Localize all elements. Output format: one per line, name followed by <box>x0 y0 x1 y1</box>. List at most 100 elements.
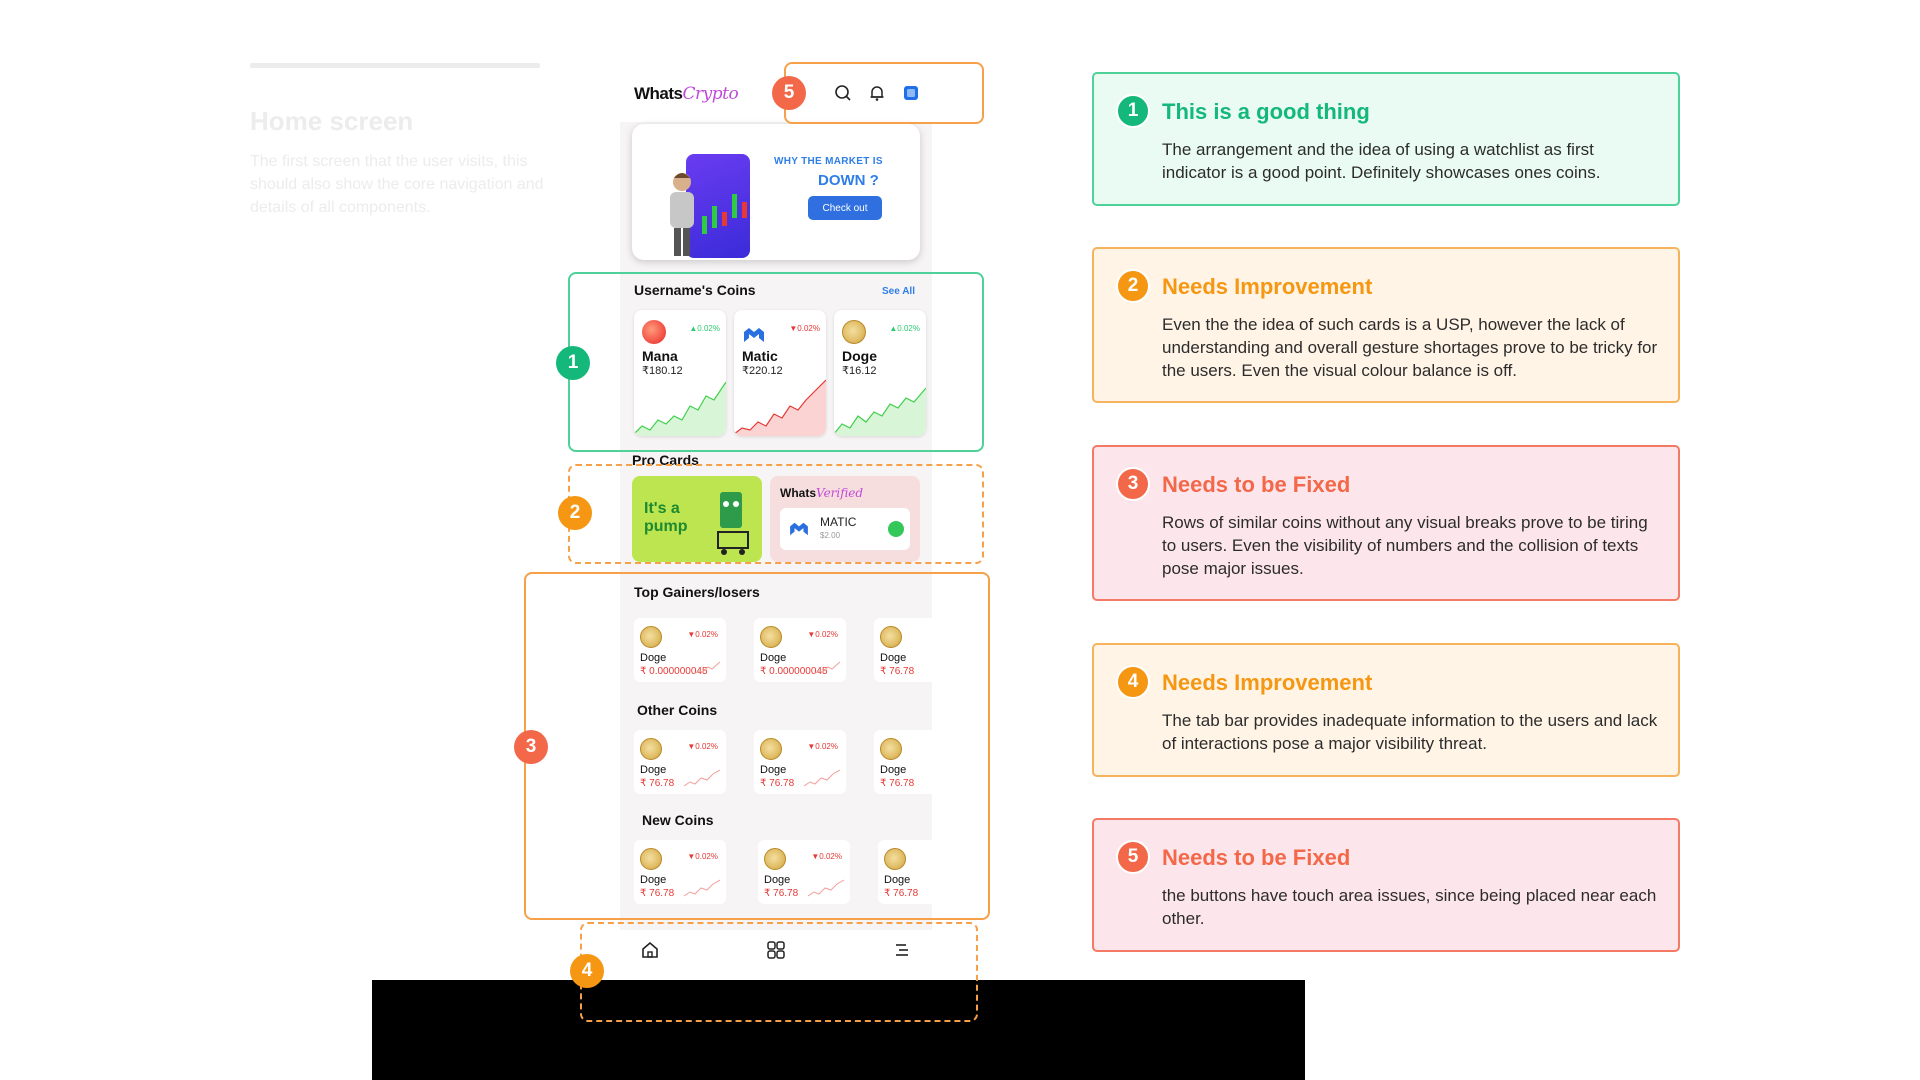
feedback-card-3: 3 Needs to be Fixed Rows of similar coin… <box>1092 445 1680 601</box>
feedback-number: 5 <box>1116 840 1150 874</box>
coin-card-mana[interactable]: ▲0.02% Mana ₹180.12 <box>634 310 726 436</box>
feedback-title: Needs to be Fixed <box>1162 845 1351 870</box>
feedback-card-2: 2 Needs Improvement Even the the idea of… <box>1092 247 1680 403</box>
marker-1: 1 <box>556 346 590 380</box>
grid-icon[interactable] <box>760 934 792 966</box>
tab-bar <box>620 930 932 980</box>
coin-name: Matic <box>742 348 778 364</box>
verified-coin-row: MATIC $2.00 <box>780 508 910 550</box>
doge-icon <box>640 738 662 760</box>
intro-description: The first screen that the user visits, t… <box>250 153 544 216</box>
coin-mini-card[interactable]: ▼0.02% Doge ₹ 76.78 <box>754 730 846 794</box>
intro-divider <box>250 63 540 68</box>
coin-name: Mana <box>642 348 678 364</box>
marker-3: 3 <box>514 730 548 764</box>
coin-price: ₹220.12 <box>742 365 783 377</box>
gainer-card[interactable]: ▼0.02% Doge ₹ 0.000000045 <box>634 618 726 682</box>
verified-coin-price: $2.00 <box>820 531 841 540</box>
banner-person-illustration <box>670 173 747 256</box>
coin-sparkline <box>634 381 726 436</box>
feedback-number: 4 <box>1116 665 1150 699</box>
verified-coin-name: MATIC <box>820 515 857 529</box>
matic-icon <box>790 522 808 536</box>
coin-change: ▼0.02% <box>811 852 842 861</box>
pump-illustration <box>717 492 749 555</box>
doge-icon <box>640 848 662 870</box>
marker-5: 5 <box>772 76 806 110</box>
app-logo: WhatsCrypto <box>634 84 739 104</box>
coin-mini-card[interactable]: Doge ₹ 76.78 <box>878 840 932 904</box>
coin-price: ₹ 76.78 <box>640 778 675 789</box>
feedback-number: 3 <box>1116 467 1150 501</box>
coin-name: Doge <box>640 874 667 886</box>
pump-card[interactable]: It's a pump <box>632 476 762 562</box>
verified-check-icon <box>888 521 904 537</box>
watchlist-title: Username's Coins <box>634 282 756 298</box>
coin-name: Doge <box>760 764 787 776</box>
see-all-link[interactable]: See All <box>882 286 915 297</box>
doge-icon <box>760 738 782 760</box>
coin-name: Doge <box>880 652 907 664</box>
coin-price: ₹ 76.78 <box>880 666 915 677</box>
coin-price: ₹ 76.78 <box>760 778 795 789</box>
coin-change: ▼0.02% <box>807 630 838 639</box>
coin-mini-card[interactable]: ▼0.02% Doge ₹ 76.78 <box>634 730 726 794</box>
feedback-card-4: 4 Needs Improvement The tab bar provides… <box>1092 643 1680 777</box>
verified-card[interactable]: WhatsVerified MATIC $2.00 <box>770 476 920 562</box>
bell-icon[interactable] <box>866 82 888 104</box>
coin-change: ▲0.02% <box>689 324 720 333</box>
annotation-box-5 <box>784 62 984 124</box>
search-icon[interactable] <box>832 82 854 104</box>
annotation-box-3 <box>524 572 990 920</box>
coin-mini-card[interactable]: ▼0.02% Doge ₹ 76.78 <box>634 840 726 904</box>
coin-mini-card[interactable]: ▼0.02% Doge ₹ 76.78 <box>758 840 850 904</box>
coin-card-doge[interactable]: ▲0.02% Doge ₹16.12 <box>834 310 926 436</box>
annotation-box-4 <box>580 922 978 1022</box>
doge-icon <box>884 848 906 870</box>
doge-icon <box>760 626 782 648</box>
coin-sparkline <box>834 387 926 436</box>
phone-screen: WhatsCrypto WHY THE MARKET IS DOWN ? Che… <box>620 62 932 980</box>
coin-price: ₹16.12 <box>842 365 877 377</box>
matic-icon <box>742 320 766 344</box>
coin-name: Doge <box>884 874 911 886</box>
banner-kicker: WHY THE MARKET IS <box>774 156 883 167</box>
coin-change: ▼0.02% <box>687 630 718 639</box>
verified-logo: WhatsVerified <box>780 486 864 500</box>
home-icon[interactable] <box>634 934 666 966</box>
coin-price: ₹ 76.78 <box>764 888 799 899</box>
check-out-button[interactable]: Check out <box>808 196 882 220</box>
coin-name: Doge <box>880 764 907 776</box>
annotation-box-2 <box>568 464 984 564</box>
menu-icon[interactable] <box>886 934 918 966</box>
feedback-title: This is a good thing <box>1162 99 1370 124</box>
pump-text: It's a pump <box>644 500 688 535</box>
feedback-title: Needs to be Fixed <box>1162 472 1351 497</box>
coin-price: ₹180.12 <box>642 365 683 377</box>
coin-price: ₹ 76.78 <box>880 778 915 789</box>
coin-change: ▼0.02% <box>807 742 838 751</box>
coin-mini-card[interactable]: Doge ₹ 76.78 <box>874 730 932 794</box>
gainer-card[interactable]: ▼0.02% Doge ₹ 0.000000045 <box>754 618 846 682</box>
coin-change: ▼0.02% <box>687 742 718 751</box>
promo-banner[interactable]: WHY THE MARKET IS DOWN ? Check out <box>632 124 920 260</box>
coin-price: ₹ 0.000000045 <box>760 666 828 677</box>
top-gainers-title: Top Gainers/losers <box>634 584 760 600</box>
feedback-body: Even the the idea of such cards is a USP… <box>1162 315 1658 380</box>
gainer-card[interactable]: Doge ₹ 76.78 <box>874 618 932 682</box>
feedback-number: 1 <box>1116 94 1150 128</box>
coin-card-matic[interactable]: ▼0.02% Matic ₹220.12 <box>734 310 826 436</box>
coin-name: Doge <box>764 874 791 886</box>
new-coins-title: New Coins <box>642 812 714 828</box>
profile-icon[interactable] <box>900 82 922 104</box>
feedback-body: The tab bar provides inadequate informat… <box>1162 711 1658 753</box>
doge-icon <box>842 320 866 344</box>
coin-price: ₹ 76.78 <box>884 888 919 899</box>
coin-sparkline <box>814 661 840 675</box>
doge-icon <box>764 848 786 870</box>
other-coins-title: Other Coins <box>637 702 718 718</box>
feedback-number: 2 <box>1116 269 1150 303</box>
doge-icon <box>640 626 662 648</box>
banner-headline: DOWN ? <box>818 172 879 189</box>
doge-icon <box>880 626 902 648</box>
